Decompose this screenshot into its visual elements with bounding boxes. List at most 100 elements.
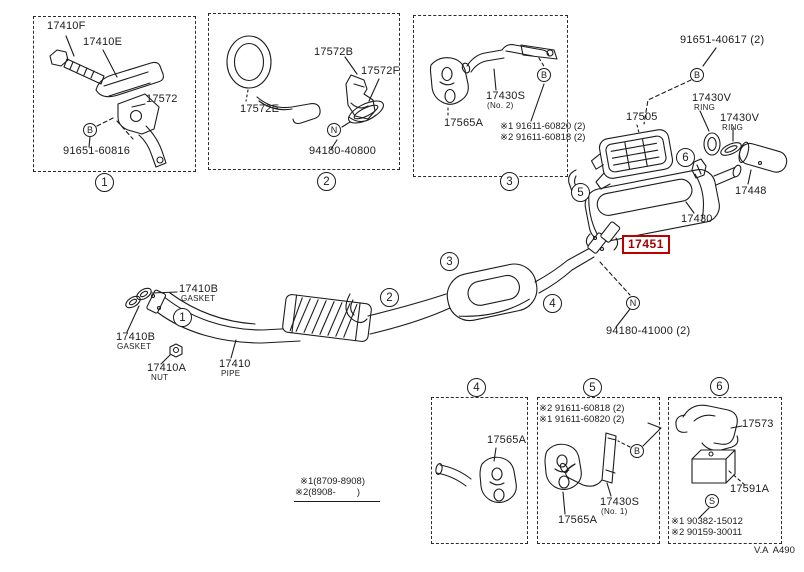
part-sublabel-ring-a: RING (694, 103, 716, 112)
box2-art (226, 35, 384, 150)
part-label-91651-60816[interactable]: 91651-60816 (63, 145, 131, 157)
inset-box-2 (208, 13, 400, 170)
nut-symbol-n-box2-label: N (330, 125, 338, 135)
part-sublabel-17430s-no1: (No. 1) (601, 507, 628, 516)
nut-symbol-n-box2: N (327, 123, 341, 137)
callout-2-box: 2 (317, 172, 336, 191)
catalytic-converter-art (282, 294, 372, 342)
callout-1-box-label: 1 (101, 176, 108, 189)
rear-muffler-art (568, 158, 742, 242)
legend-line-1: ※1(8709-8908) (300, 476, 366, 487)
callout-2-box-label: 2 (323, 175, 330, 188)
bolt-symbol-b-box5: B (630, 444, 644, 458)
part-label-17565a-box3[interactable]: 17565A (444, 117, 484, 129)
callout-5-box: 5 (583, 378, 602, 397)
part-label-17430s-box3[interactable]: 17430S (486, 90, 526, 102)
inset-box-1 (33, 16, 196, 172)
top-right-bolt-leaders-art (643, 47, 717, 125)
bolt-symbol-b-topright: B (690, 68, 704, 82)
callout-4-main: 4 (543, 294, 562, 313)
callout-6-box: 6 (710, 377, 729, 396)
note-90159-30011[interactable]: ※2 90159-30011 (671, 527, 743, 538)
callout-4-box-label: 4 (473, 381, 480, 394)
part-label-17410b-left[interactable]: 17410B (116, 331, 156, 343)
callout-3-main-label: 3 (446, 255, 453, 268)
bolt-symbol-b-box1: B (83, 123, 97, 137)
inset-box-5 (537, 397, 660, 544)
callout-3-box-label: 3 (506, 175, 513, 188)
part-label-17410[interactable]: 17410 (219, 358, 251, 370)
part-label-17410a[interactable]: 17410A (147, 362, 187, 374)
box6-art (675, 404, 747, 519)
part-label-17430v-b[interactable]: 17430V (720, 112, 760, 124)
note-91611-60818-box5[interactable]: ※2 91611-60818 (2) (539, 403, 625, 414)
part-label-94180-40800[interactable]: 94180-40800 (309, 145, 377, 157)
nut-symbol-n-main: N (626, 296, 640, 310)
part-label-17430s-box5[interactable]: 17430S (600, 496, 640, 508)
box5-art (544, 422, 662, 515)
bolt-symbol-b-box1-label: B (86, 125, 93, 135)
callout-3-main: 3 (440, 252, 459, 271)
callout-4-main-label: 4 (549, 297, 556, 310)
part-label-17410b-top[interactable]: 17410B (179, 283, 219, 295)
part-label-17410f[interactable]: 17410F (47, 20, 86, 32)
part-label-17591a[interactable]: 17591A (730, 483, 770, 495)
part-sublabel-gasket-top: GASKET (181, 294, 216, 303)
part-sublabel-gasket-left: GASKET (117, 342, 152, 351)
part-sublabel-17430s-no2: (No. 2) (487, 101, 514, 110)
bolt-symbol-b-box3: B (537, 68, 551, 82)
box4-art (435, 447, 517, 504)
part-label-17448[interactable]: 17448 (735, 185, 767, 197)
part-sublabel-ring-b: RING (722, 123, 744, 132)
part-label-17565a-box5[interactable]: 17565A (558, 514, 598, 526)
part-label-17430[interactable]: 17430 (681, 213, 713, 225)
callout-5-main-label: 5 (577, 186, 584, 199)
part-label-91651-40617[interactable]: 91651-40617 (2) (680, 34, 765, 46)
note-90382-15012[interactable]: ※1 90382-15012 (671, 516, 743, 527)
part-label-17410e[interactable]: 17410E (83, 36, 123, 48)
callout-6-main-label: 6 (682, 151, 689, 164)
part-label-17572f[interactable]: 17572F (361, 65, 400, 77)
inset-box-3 (413, 15, 568, 177)
box1-art (49, 35, 167, 168)
note-91611-60818-box3[interactable]: ※2 91611-60818 (2) (500, 132, 586, 143)
part-label-94180-41000[interactable]: 94180-41000 (2) (606, 325, 691, 337)
note-91611-60820-box3[interactable]: ※1 91611-60820 (2) (500, 121, 586, 132)
legend-line-2: ※2(8908- ) (295, 487, 360, 498)
part-label-17572[interactable]: 17572 (146, 93, 178, 105)
heat-shield-17505-art (590, 124, 674, 190)
callout-1-box: 1 (95, 173, 114, 192)
screw-symbol-s-box6-label: S (708, 496, 715, 506)
part-label-17572e[interactable]: 17572E (240, 103, 280, 115)
muffler-outlet-pipe-art (534, 247, 595, 294)
note-91611-60820-box5[interactable]: ※1 91611-60820 (2) (539, 414, 625, 425)
callout-2-main: 2 (380, 288, 399, 307)
callout-1-main-label: 1 (179, 311, 186, 324)
callout-3-box: 3 (500, 172, 519, 191)
screw-symbol-s-box6: S (705, 494, 719, 508)
part-sublabel-nut: NUT (151, 373, 169, 382)
callout-2-main-label: 2 (386, 291, 393, 304)
callout-6-main: 6 (676, 148, 695, 167)
part-label-17565a-box4[interactable]: 17565A (487, 434, 527, 446)
front-pipe-art (125, 287, 301, 365)
callout-6-box-label: 6 (716, 380, 723, 393)
bolt-symbol-b-box3-label: B (540, 70, 547, 80)
callout-5-main: 5 (571, 183, 590, 202)
flange-gasket-17451-art (585, 221, 631, 328)
tailpipe-17448-art (738, 141, 788, 185)
bolt-symbol-b-topright-label: B (693, 70, 700, 80)
intermediate-pipe-art (345, 293, 451, 335)
callout-5-box-label: 5 (589, 381, 596, 394)
box3-art (429, 44, 558, 122)
callout-4-box: 4 (467, 378, 486, 397)
part-label-17430v-a[interactable]: 17430V (692, 92, 732, 104)
legend-underline (294, 501, 380, 502)
part-label-17572b[interactable]: 17572B (314, 46, 354, 58)
part-label-17573[interactable]: 17573 (742, 418, 774, 430)
highlighted-part-17451[interactable]: 17451 (622, 235, 670, 254)
callout-1-main: 1 (173, 308, 192, 327)
part-label-17505[interactable]: 17505 (626, 111, 658, 123)
